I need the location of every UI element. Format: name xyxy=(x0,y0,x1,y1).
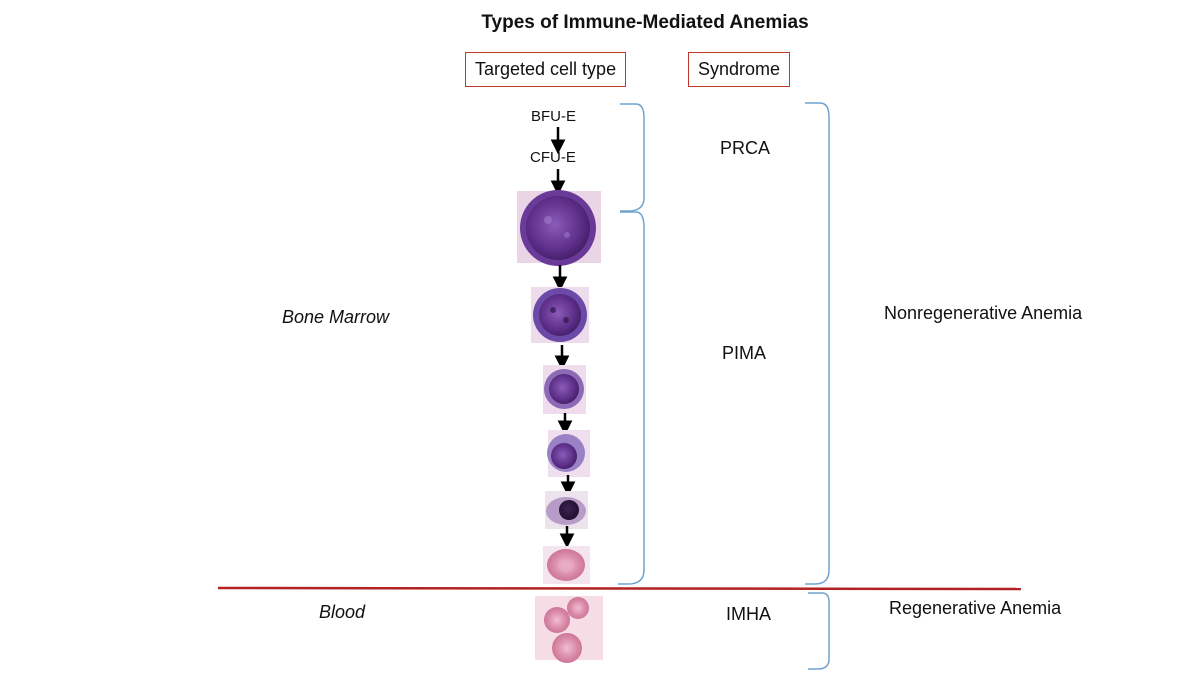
bone-marrow-label: Bone Marrow xyxy=(282,307,390,327)
nonregenerative-bracket xyxy=(805,102,830,585)
late-rubricyte-cell-image xyxy=(547,430,590,477)
diagram-title: Types of Immune-Mediated Anemias xyxy=(481,12,809,33)
rubriblast-cell-image xyxy=(517,190,601,266)
bfu-e-label: BFU-E xyxy=(531,108,576,125)
syndrome-header: Syndrome xyxy=(688,52,791,87)
blood-rbc-image xyxy=(535,596,603,663)
targeted-cell-type-header: Targeted cell type xyxy=(465,52,627,87)
metarubricyte-cell-image xyxy=(545,491,588,529)
regenerative-anemia-label: Regenerative Anemia xyxy=(889,598,1062,618)
blood-label: Blood xyxy=(319,602,366,622)
rubricyte-cell-image xyxy=(543,365,586,414)
pima-label: PIMA xyxy=(722,343,767,363)
imha-label: IMHA xyxy=(726,604,771,624)
polychromatophil-cell-image xyxy=(543,546,590,584)
pima-bracket xyxy=(618,211,645,585)
prca-bracket xyxy=(620,103,645,212)
prorubricyte-cell-image xyxy=(531,287,589,343)
marrow-blood-divider xyxy=(217,586,1022,591)
prca-label: PRCA xyxy=(720,138,771,158)
nonregenerative-anemia-label: Nonregenerative Anemia xyxy=(884,303,1083,323)
regenerative-bracket xyxy=(808,592,830,670)
